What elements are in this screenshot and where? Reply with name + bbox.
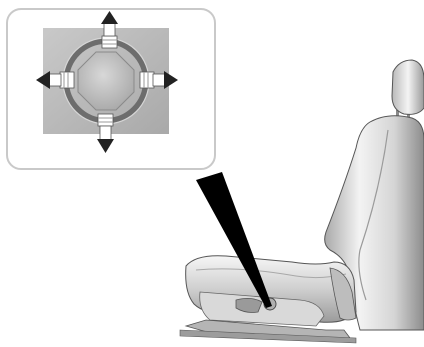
- control-inset: [7, 9, 215, 169]
- headrest: [392, 60, 424, 114]
- seat-side-switch: [236, 298, 262, 312]
